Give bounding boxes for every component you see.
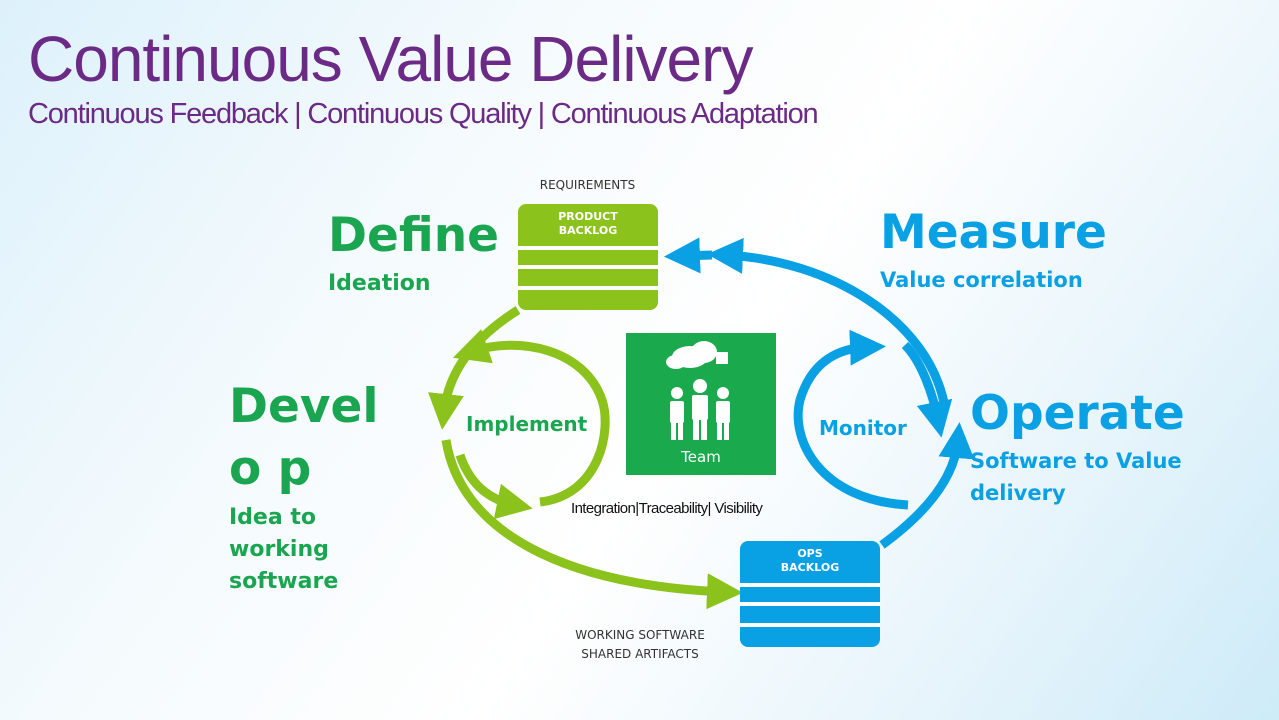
page-subtitle: Continuous Feedback | Continuous Quality… bbox=[28, 98, 819, 130]
monitor-label: Monitor bbox=[819, 416, 907, 440]
monitor-loop-arrow bbox=[793, 329, 909, 510]
implement-loop-arrow bbox=[452, 329, 610, 507]
measure-to-define-arrow bbox=[707, 237, 950, 409]
page-title: Continuous Value Delivery bbox=[28, 23, 753, 95]
measure-title: Measure bbox=[880, 205, 1107, 260]
shared-artifacts-caption: SHARED ARTIFACTS bbox=[581, 647, 699, 661]
develop-title: Develo p bbox=[229, 379, 379, 496]
working-software-caption: WORKING SOFTWARE bbox=[575, 628, 705, 642]
product-backlog-block bbox=[518, 204, 658, 310]
ops-to-operate-arrow bbox=[879, 422, 975, 549]
ops-backlog-line1: OPS bbox=[797, 547, 823, 560]
team-tile bbox=[626, 333, 776, 475]
ops-backlog-label: OPS BACKLOG bbox=[740, 547, 880, 575]
define-subtitle: Ideation bbox=[328, 271, 431, 296]
monitor-loop-upper-arrow bbox=[901, 341, 953, 438]
integration-annotation: Integration|Traceability| Visibility bbox=[571, 500, 763, 517]
measure-head-arrow bbox=[664, 237, 713, 274]
define-to-develop-arrow bbox=[428, 306, 521, 430]
team-label: Team bbox=[681, 448, 721, 466]
measure-subtitle: Value correlation bbox=[880, 268, 1083, 292]
product-backlog-line2: BACKLOG bbox=[558, 224, 618, 237]
product-backlog-line1: PRODUCT bbox=[558, 210, 618, 223]
operate-subtitle: Software to Value delivery bbox=[970, 449, 1182, 505]
cloud-icon bbox=[666, 341, 728, 369]
develop-subtitle: Idea to working software bbox=[229, 505, 339, 594]
team-people-icon bbox=[670, 379, 730, 440]
requirements-caption: REQUIREMENTS bbox=[539, 178, 636, 192]
product-backlog-label: PRODUCT BACKLOG bbox=[518, 210, 658, 238]
develop-to-ops-arrow bbox=[441, 439, 743, 610]
operate-title: Operate bbox=[970, 386, 1185, 441]
implement-label: Implement bbox=[466, 412, 588, 436]
ops-backlog-block bbox=[740, 541, 880, 647]
ops-backlog-line2: BACKLOG bbox=[780, 561, 840, 574]
define-title: Define bbox=[328, 208, 500, 263]
implement-loop-lower-arrow bbox=[455, 453, 533, 520]
